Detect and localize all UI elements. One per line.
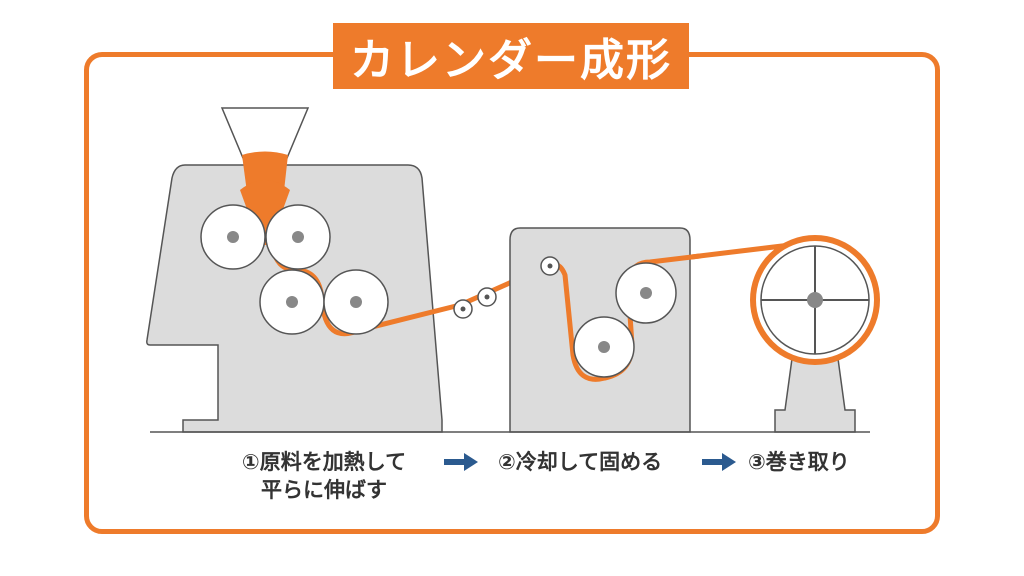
calender-roll bbox=[259, 269, 325, 335]
calender-roll bbox=[323, 269, 389, 335]
step-1-line-1: ①原料を加熱して bbox=[241, 450, 407, 474]
cooling-roll bbox=[615, 262, 677, 324]
guide-roller bbox=[453, 299, 473, 319]
step-3-label: ③巻き取り bbox=[748, 450, 850, 474]
material-wedge bbox=[240, 180, 290, 245]
winding-roll bbox=[750, 235, 880, 365]
guide-roller bbox=[540, 256, 560, 276]
step-1-line-2: 平らに伸ばす bbox=[261, 478, 387, 502]
cooling-roll bbox=[573, 316, 635, 378]
diagram-title: カレンダー成形 bbox=[333, 23, 689, 89]
step-1-label: ①原料を加熱して 平らに伸ばす bbox=[220, 448, 428, 504]
arrow-right-icon bbox=[444, 453, 478, 471]
arrow-right-icon bbox=[702, 453, 736, 471]
calender-roll bbox=[265, 204, 331, 270]
step-2-label: ②冷却して固める bbox=[498, 450, 663, 474]
guide-roller bbox=[477, 287, 497, 307]
calender-roll bbox=[200, 204, 266, 270]
